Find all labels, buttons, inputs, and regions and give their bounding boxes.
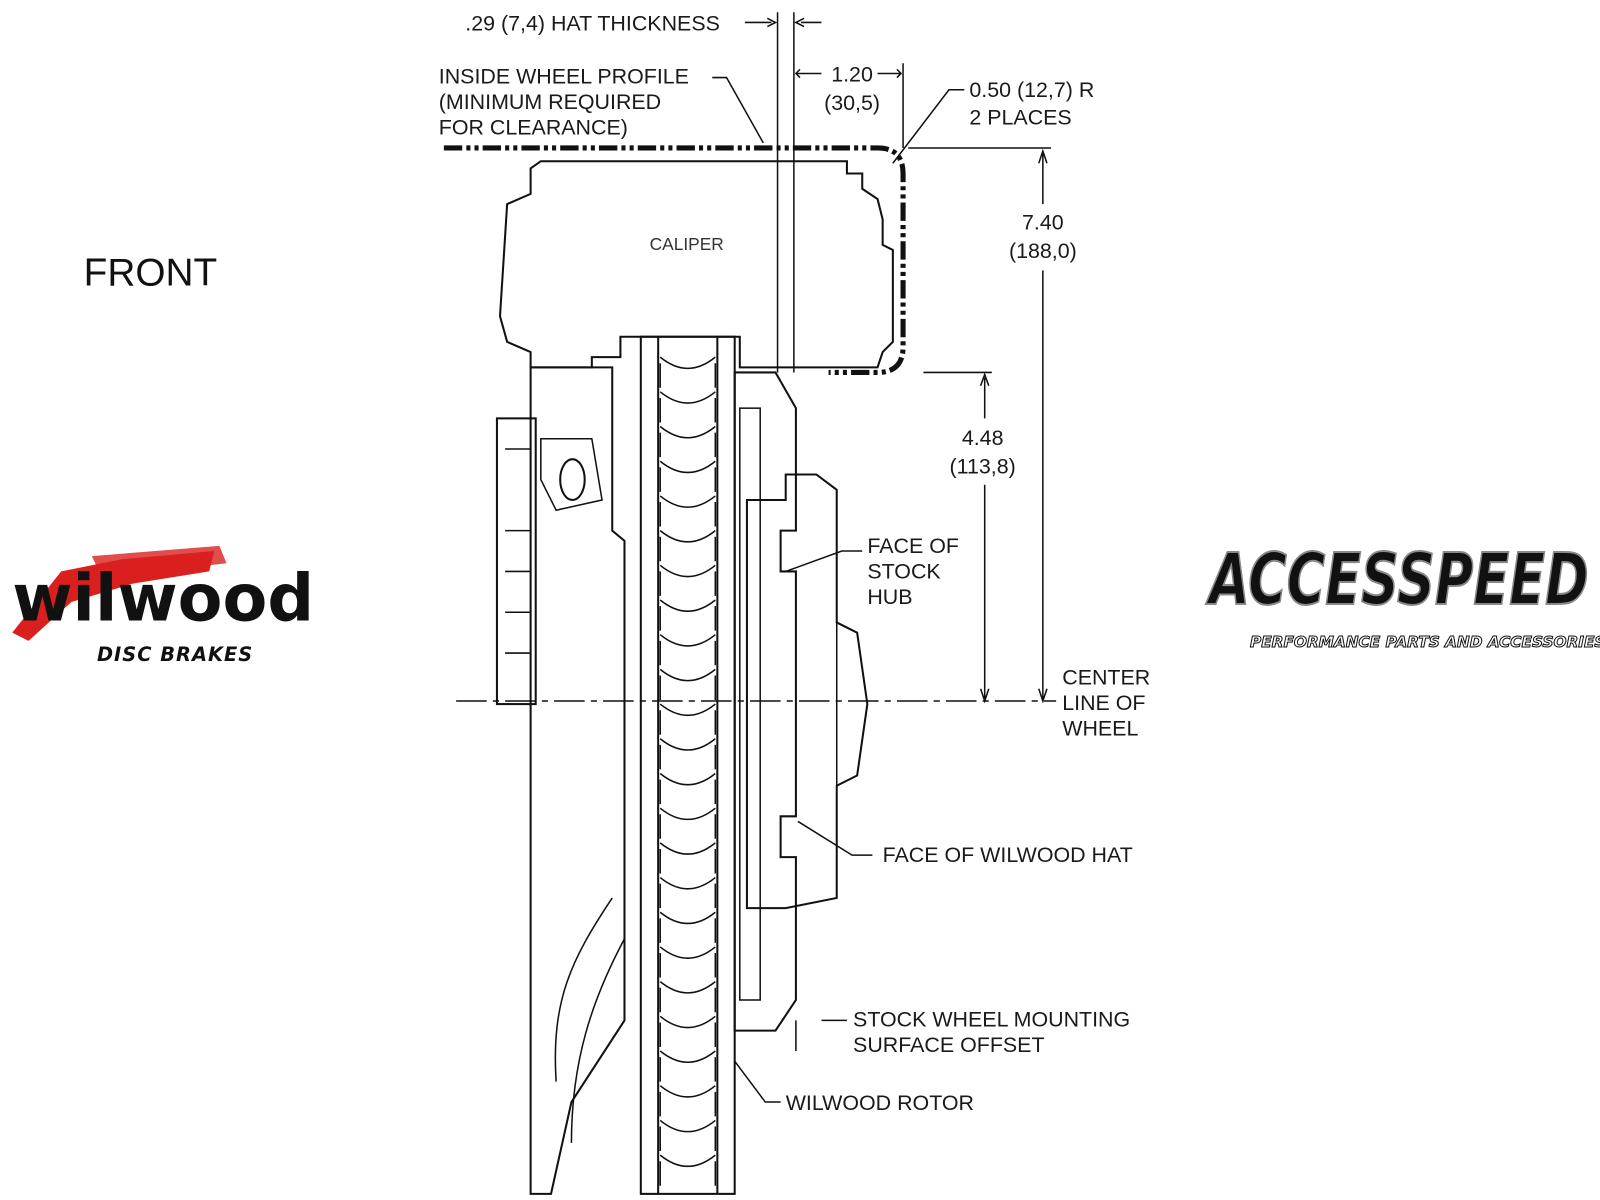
wilwood-logo: wilwood DISC BRAKES [12,545,314,666]
caliper-label: CALIPER [650,234,724,254]
rotor-vane [659,876,717,909]
rotor-label: WILWOOD ROTOR [786,1091,974,1115]
radius-label-1: 0.50 (12,7) R [969,78,1094,102]
mounting-offset-leader [795,1019,847,1052]
wilwood-rotor [639,335,736,1195]
rotor-vane [659,911,717,943]
wilwood-hat-label: FACE OF WILWOOD HAT [883,843,1133,867]
rotor-vane [659,634,717,666]
wheel-profile-label-3: FOR CLEARANCE) [439,116,628,140]
rotor-vanes [659,356,717,1186]
rotor-vane [659,460,717,492]
hat-thickness-label: .29 (7,4) HAT THICKNESS [465,12,720,36]
wilwood-swoosh-accent-icon [91,545,227,578]
rotor-vane [659,668,717,700]
rotor-vane [659,356,717,388]
accesspeed-tagline: PERFORMANCE PARTS AND ACCESSORIES [1250,633,1600,651]
wilwood-hat-leader [797,820,873,856]
accesspeed-wordmark: ACCESSPEED [1206,538,1589,621]
offset-in: 1.20 [831,63,873,87]
wheel-profile-leader [712,76,764,144]
rotor-vane [659,1154,717,1186]
rotor-vane [659,530,717,562]
rotor-vane [659,1119,717,1152]
rotor-vane [659,495,717,527]
wilwood-tagline: DISC BRAKES [97,643,253,666]
rotor-vane [659,599,717,631]
caliper-bracket [495,366,626,1195]
rotor-vane [659,703,717,735]
wheel-profile-label-2: (MINIMUM REQUIRED [439,90,661,114]
rotor-vane [659,391,717,423]
stock-hub [745,473,869,910]
stock-hub-label-3: HUB [867,585,912,609]
total-height-dimension [908,147,1052,704]
offset-dimension-line [794,63,904,148]
rotor-vane [659,1015,717,1047]
stock-hub-label-2: STOCK [867,560,941,584]
accesspeed-logo: ACCESSPEED PERFORMANCE PARTS AND ACCESSO… [1204,537,1600,651]
rotor-vane [659,564,717,596]
radius-leader [892,89,965,164]
wilwood-hat [733,371,797,1032]
rotor-vane [659,425,717,458]
lower-height-in: 4.48 [962,426,1004,450]
rotor-vane [659,807,717,839]
rotor-vane [659,842,717,874]
center-line-label-3: WHEEL [1062,717,1138,741]
rotor-vane [659,772,717,805]
rotor-vane [659,1085,717,1117]
total-height-mm: (188,0) [1009,239,1077,263]
mounting-offset-label-1: STOCK WHEEL MOUNTING [853,1008,1130,1032]
wilwood-swoosh-icon [12,551,215,641]
rotor-vane [659,1050,717,1082]
rotor-vane [659,946,717,978]
hat-thickness-arrows [744,17,822,28]
inside-wheel-profile-line [443,145,906,375]
rotor-leader [734,1060,781,1103]
caliper: CALIPER [498,160,894,369]
view-label: FRONT [84,252,218,295]
mounting-offset-label-2: SURFACE OFFSET [853,1033,1045,1057]
stock-hub-leader [785,550,863,573]
center-line-label-1: CENTER [1062,666,1150,690]
rotor-vane [659,738,717,770]
lower-height-dimension [923,371,992,704]
stock-hub-label-1: FACE OF [867,534,959,558]
total-height-in: 7.40 [1022,211,1064,235]
wilwood-wordmark: wilwood [12,560,314,636]
radius-label-2: 2 PLACES [969,105,1071,129]
rotor-vane [659,981,717,1013]
offset-mm: (30,5) [824,91,880,115]
lower-height-mm: (113,8) [950,454,1016,478]
wheel-profile-label-1: INSIDE WHEEL PROFILE [439,65,689,89]
center-line-label-2: LINE OF [1062,691,1145,715]
